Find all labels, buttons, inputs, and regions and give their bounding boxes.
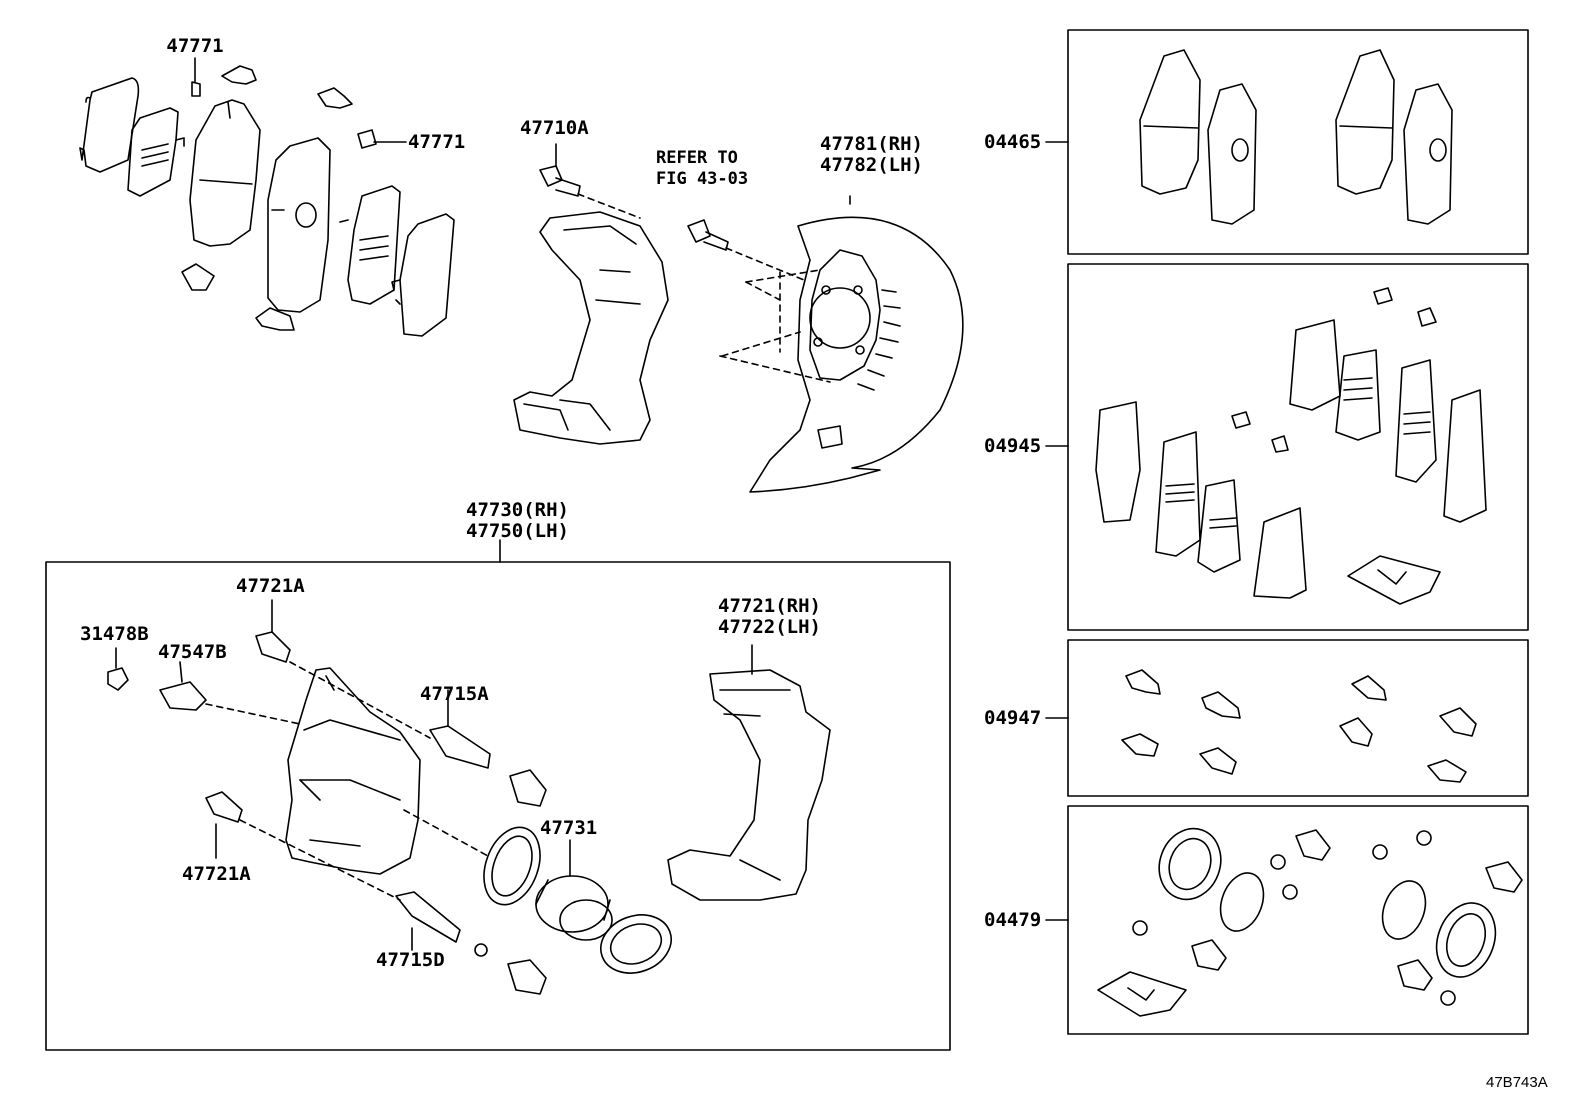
label-piston: 47731: [540, 817, 598, 839]
boots: [474, 769, 547, 995]
label-bolt-lower: 47721A: [182, 863, 251, 885]
figure-code: 47B743A: [1486, 1074, 1548, 1091]
dust-boot-ring: [600, 914, 672, 974]
dash-bolt-bracket: [577, 193, 641, 219]
caliper-dashes: [205, 661, 489, 901]
label-kit-04479: 04479: [984, 909, 1042, 931]
bolt-lower-part: [205, 791, 243, 859]
kit-04479-seals: [1097, 827, 1523, 1017]
kit-04947-clips: [1121, 669, 1477, 783]
label-caliper-assy: 47730(RH) 47750(LH): [466, 499, 569, 542]
label-pin-lower: 47715D: [376, 949, 445, 971]
mounting-bracket-top: [513, 211, 669, 445]
kit-04945-shims: [1095, 287, 1487, 605]
bolt-upper-part: [255, 599, 291, 663]
label-bolt-upper: 47721A: [236, 575, 305, 597]
cap-part: [107, 647, 129, 691]
clips-top: [181, 65, 377, 331]
label-cap: 31478B: [80, 623, 149, 645]
label-bleeder: 47547B: [158, 641, 227, 663]
caliper-body: [285, 667, 421, 875]
shim-inner-left: [127, 107, 185, 197]
kit-04465-pads: [1139, 49, 1453, 225]
label-kit-04945: 04945: [984, 435, 1042, 457]
label-kit-04465: 04465: [984, 131, 1042, 153]
shim-right-1: [339, 185, 401, 305]
refer-bolt: [687, 219, 729, 251]
brake-pad-left-2: [267, 137, 331, 313]
kit-box-04947: [1067, 639, 1529, 797]
bleeder-part: [159, 661, 207, 711]
label-refer-fig: REFER TO FIG 43-03: [656, 148, 749, 189]
dust-cover: [749, 195, 964, 493]
label-pin-upper: 47715A: [420, 683, 489, 705]
mounting-bolt-top: [539, 143, 581, 197]
label-mounting: 47721(RH) 47722(LH): [718, 595, 821, 638]
dust-cover-dashes: [719, 247, 831, 383]
shim-right-2: [391, 213, 455, 337]
kit-box-04465: [1067, 29, 1529, 255]
kit-box-04945: [1067, 263, 1529, 631]
shim-outer-left: [79, 77, 140, 173]
label-dust-cover: 47781(RH) 47782(LH): [820, 133, 923, 176]
pin-lower-part: [395, 891, 461, 951]
mounting-bracket-lower: [667, 644, 831, 901]
pin-upper-part: [429, 689, 491, 769]
label-bolt-mount: 47710A: [520, 117, 589, 139]
brake-pad-left: [189, 99, 261, 247]
seal-ring: [483, 826, 541, 906]
label-kit-04947: 04947: [984, 707, 1042, 729]
caliper-box: [45, 561, 951, 1051]
label-clip-top: 47771: [166, 35, 224, 57]
piston-part: [535, 839, 613, 941]
label-clip-right: 47771: [408, 131, 466, 153]
